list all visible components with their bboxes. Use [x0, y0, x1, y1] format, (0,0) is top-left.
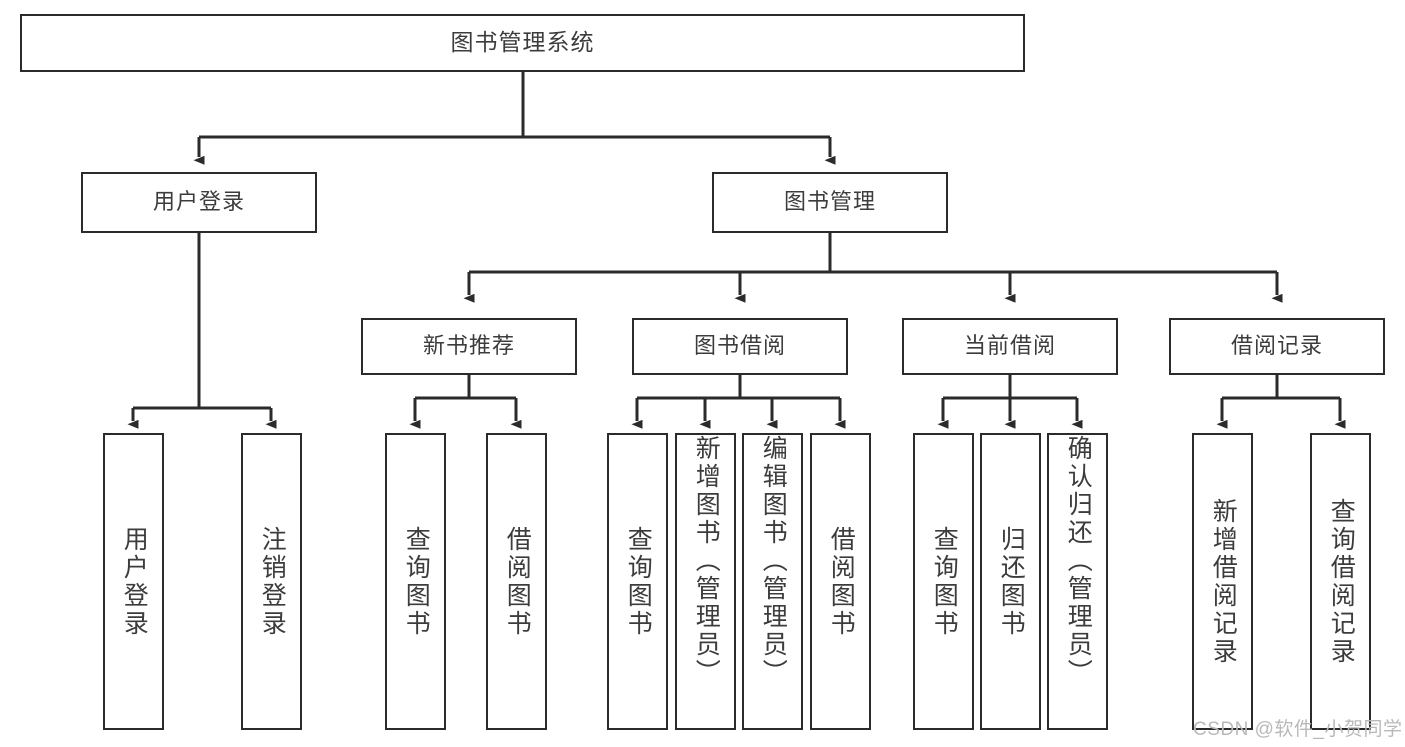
node-leaf-user-login[interactable]: 用户登录 — [103, 433, 164, 730]
node-leaf-borrow-book-1[interactable]: 借阅图书 — [486, 433, 547, 730]
node-book-borrow-label: 图书借阅 — [693, 333, 786, 359]
node-current-borrow[interactable]: 当前借阅 — [902, 318, 1118, 375]
node-leaf-add-book[interactable]: 新增图书（管理员） — [675, 433, 736, 730]
node-leaf-add-book-label: 新增图书（管理员） — [692, 435, 721, 687]
node-leaf-return-book-label: 归还图书 — [997, 525, 1026, 638]
node-leaf-query-book-3-label: 查询图书 — [930, 525, 959, 638]
watermark-text: CSDN @软件_小贺同学 — [1193, 719, 1403, 740]
node-leaf-query-book-3[interactable]: 查询图书 — [913, 433, 974, 730]
node-leaf-logout[interactable]: 注销登录 — [241, 433, 302, 730]
node-borrow-record[interactable]: 借阅记录 — [1169, 318, 1385, 375]
node-borrow-record-label: 借阅记录 — [1230, 333, 1323, 359]
node-leaf-query-record-label: 查询借阅记录 — [1327, 497, 1356, 666]
node-leaf-borrow-book-2-label: 借阅图书 — [827, 525, 856, 638]
node-leaf-query-book-1[interactable]: 查询图书 — [385, 433, 446, 730]
node-leaf-borrow-book-2[interactable]: 借阅图书 — [810, 433, 871, 730]
node-user-login-label: 用户登录 — [152, 189, 245, 215]
node-leaf-query-record[interactable]: 查询借阅记录 — [1310, 433, 1371, 730]
node-current-borrow-label: 当前借阅 — [963, 333, 1056, 359]
node-book-mgmt[interactable]: 图书管理 — [712, 172, 948, 233]
node-leaf-return-book[interactable]: 归还图书 — [980, 433, 1041, 730]
node-leaf-logout-label: 注销登录 — [258, 525, 287, 638]
node-leaf-confirm-return[interactable]: 确认归还（管理员） — [1047, 433, 1108, 730]
node-leaf-edit-book-label: 编辑图书（管理员） — [759, 435, 788, 687]
node-leaf-query-book-2-label: 查询图书 — [624, 525, 653, 638]
node-leaf-borrow-book-1-label: 借阅图书 — [503, 525, 532, 638]
node-user-login[interactable]: 用户登录 — [81, 172, 317, 233]
node-new-book-rec[interactable]: 新书推荐 — [361, 318, 577, 375]
node-leaf-add-record-label: 新增借阅记录 — [1209, 497, 1238, 666]
node-root[interactable]: 图书管理系统 — [20, 14, 1025, 72]
node-leaf-confirm-return-label: 确认归还（管理员） — [1064, 435, 1093, 687]
node-leaf-query-book-2[interactable]: 查询图书 — [607, 433, 668, 730]
node-leaf-user-login-label: 用户登录 — [120, 525, 149, 638]
node-leaf-query-book-1-label: 查询图书 — [402, 525, 431, 638]
node-new-book-rec-label: 新书推荐 — [422, 333, 515, 359]
node-leaf-add-record[interactable]: 新增借阅记录 — [1192, 433, 1253, 730]
node-leaf-edit-book[interactable]: 编辑图书（管理员） — [742, 433, 803, 730]
node-book-borrow[interactable]: 图书借阅 — [632, 318, 848, 375]
node-book-mgmt-label: 图书管理 — [783, 189, 876, 215]
node-root-label: 图书管理系统 — [450, 29, 595, 56]
